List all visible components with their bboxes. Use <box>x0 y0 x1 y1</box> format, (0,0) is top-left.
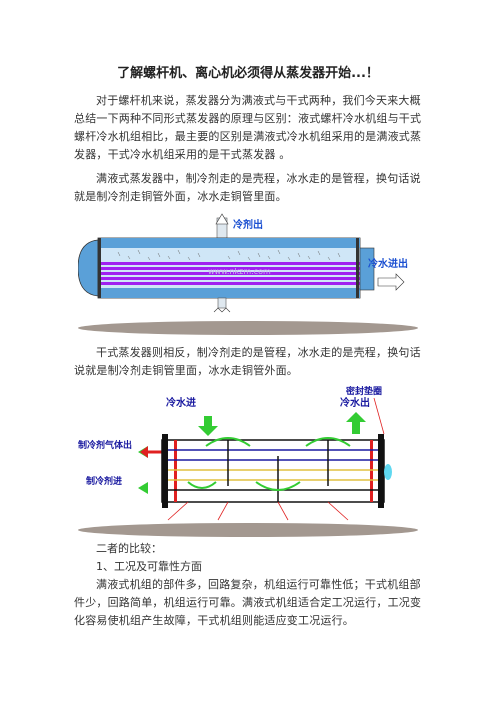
refrigerant-in-label: 制冷剂进 <box>86 475 122 487</box>
flooded-evaporator-figure: 冷剂出 冷水进出 <box>78 212 418 320</box>
chilled-water-label: 冷水进出 <box>368 257 408 270</box>
seal-gasket-label: 密封垫圈 <box>345 386 382 397</box>
refrigerant-gas-out-label: 制冷剂气体出 <box>78 439 132 451</box>
figure1-shadow <box>78 320 418 339</box>
dry-evaporator-figure: 冷水进 冷水出 密封垫圈 制冷剂气体出 制冷剂进 <box>78 386 418 524</box>
cold-water-out-label: 冷水出 <box>340 396 370 409</box>
intro-paragraph: 对于螺杆机来说，蒸发器分为满液式与干式两种，我们今天来大概总结一下两种不同形式蒸… <box>74 94 422 161</box>
flooded-paragraph: 满液式蒸发器中，制冷剂走的是壳程，冰水走的是管程，换句话说就是制冷剂走铜管外面，… <box>74 172 421 203</box>
figure-watermark: www.nkzm.com <box>208 267 271 276</box>
section1-text: 满液式机组的部件多，回路复杂，机组运行可靠性低；干式机组部件少，回路简单，机组运… <box>74 578 422 627</box>
water-out-arrow <box>346 412 366 434</box>
figure2-shadow <box>78 522 418 541</box>
compare-heading: 二者的比较： <box>96 542 162 555</box>
dry-paragraph: 干式蒸发器则相反，制冷剂走的是管程，冰水走的是壳程，换句话说就是制冷剂走铜管里面… <box>74 346 421 377</box>
cold-water-in-label: 冷水进 <box>166 396 196 409</box>
refrigerant-out-label: 冷剂出 <box>233 218 263 231</box>
water-in-arrow <box>198 416 218 436</box>
section1-title: 1、工况及可靠性方面 <box>96 560 202 573</box>
article-title: 了解螺杆机、离心机必须得从蒸发器开始...！ <box>117 66 379 81</box>
